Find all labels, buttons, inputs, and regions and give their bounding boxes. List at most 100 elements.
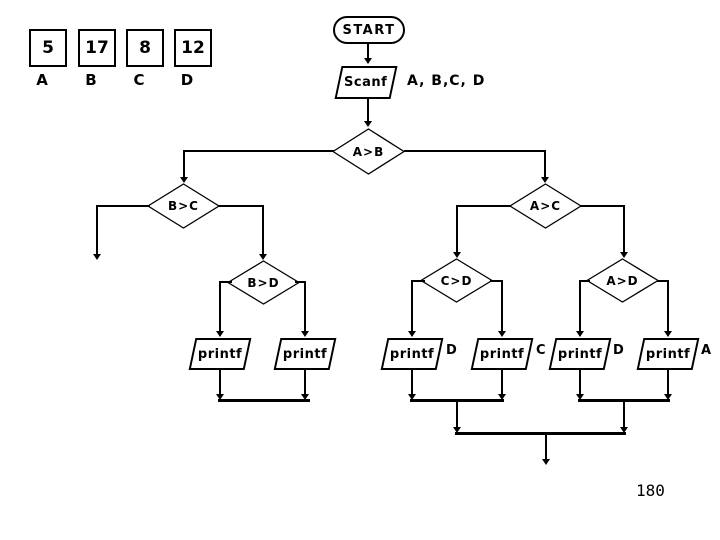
connector-line <box>411 280 413 332</box>
arrowhead-down <box>180 177 188 183</box>
decision-label: B>C <box>167 199 199 213</box>
arrowhead-down <box>364 58 372 64</box>
merge-bar <box>218 399 310 402</box>
connector-line <box>96 205 150 207</box>
connector-line <box>304 281 306 332</box>
scanf-parallelogram: Scanf <box>334 66 398 99</box>
decision-label: A>C <box>529 199 562 213</box>
connector-line <box>184 150 334 152</box>
decision-a-gt-c: A>C <box>509 183 582 229</box>
arrowhead-down <box>259 254 267 260</box>
connector-line <box>96 205 98 254</box>
connector-line <box>219 281 232 283</box>
printf-parallelogram-6: printf <box>636 338 700 370</box>
connector-line <box>457 205 511 207</box>
printf-label: printf <box>645 346 691 362</box>
connector-line <box>367 44 369 60</box>
decision-b-gt-d: B>D <box>227 260 300 305</box>
variable-label-b: B <box>85 71 97 89</box>
diamond-shape <box>332 128 405 175</box>
connector-line <box>456 402 458 429</box>
arrowhead-down <box>453 252 461 258</box>
connector-line <box>667 280 669 332</box>
diamond-shape <box>227 260 300 305</box>
arrowhead-down <box>498 394 506 400</box>
arrowhead-down <box>453 427 461 433</box>
diamond-shape <box>509 183 582 229</box>
arrowhead-down <box>576 331 584 337</box>
connector-line <box>580 205 625 207</box>
connector-line <box>218 205 264 207</box>
value-box-d: 12 <box>174 29 212 67</box>
connector-line <box>411 370 413 396</box>
connector-line <box>183 150 185 178</box>
arrowhead-down <box>498 331 506 337</box>
connector-line <box>219 370 221 396</box>
diamond-shape <box>586 258 659 303</box>
arrowhead-down <box>408 331 416 337</box>
printf-parallelogram-2: printf <box>273 338 337 370</box>
printf-parallelogram-1: printf <box>188 338 252 370</box>
diamond-shape <box>147 183 220 229</box>
printf-parallelogram-5: printf <box>548 338 612 370</box>
printf-arg-6: A <box>701 343 712 358</box>
decision-a-gt-d: A>D <box>586 258 659 303</box>
value-box-c: 8 <box>126 29 164 67</box>
connector-line <box>262 205 264 255</box>
decision-a-gt-b: A>B <box>332 128 405 175</box>
start-terminator: START <box>333 16 405 44</box>
printf-arg-4: C <box>536 343 546 358</box>
arrowhead-down <box>541 177 549 183</box>
variable-label-a: A <box>36 71 48 89</box>
arrowhead-down <box>301 331 309 337</box>
printf-label: printf <box>197 346 243 362</box>
arrowhead-down <box>664 394 672 400</box>
connector-line <box>404 150 546 152</box>
connector-line <box>579 370 581 396</box>
arrowhead-down <box>620 427 628 433</box>
printf-label: printf <box>479 346 525 362</box>
connector-line <box>657 280 669 282</box>
arrowhead-down <box>664 331 672 337</box>
connector-line <box>545 435 547 460</box>
decision-b-gt-c: B>C <box>147 183 220 229</box>
scanf-args-text: A, B,C, D <box>407 73 486 89</box>
arrowhead-down <box>93 254 101 260</box>
printf-parallelogram-3: printf <box>380 338 444 370</box>
decision-label: B>D <box>247 275 280 290</box>
arrowhead-down <box>620 252 628 258</box>
page-number: 180 <box>636 481 665 500</box>
arrowhead-down <box>216 331 224 337</box>
connector-line <box>579 280 590 282</box>
connector-line <box>501 280 503 332</box>
arrowhead-down <box>576 394 584 400</box>
decision-label: C>D <box>440 273 473 288</box>
printf-arg-5: D <box>613 343 624 358</box>
connector-line <box>623 205 625 253</box>
printf-label: printf <box>389 346 435 362</box>
decision-label: A>B <box>352 144 385 159</box>
connector-line <box>456 205 458 253</box>
value-box-a: 5 <box>29 29 67 67</box>
printf-label: printf <box>282 346 328 362</box>
variable-label-c: C <box>133 71 145 89</box>
connector-line <box>667 370 669 396</box>
printf-parallelogram-4: printf <box>470 338 534 370</box>
arrowhead-down <box>542 459 550 465</box>
connector-line <box>219 281 221 332</box>
arrowhead-down <box>408 394 416 400</box>
printf-label: printf <box>557 346 603 362</box>
connector-line <box>579 280 581 332</box>
arrowhead-down <box>216 394 224 400</box>
decision-label: A>D <box>606 273 639 288</box>
variable-label-d: D <box>180 71 194 89</box>
connector-line <box>295 281 306 283</box>
merge-bar <box>455 432 626 435</box>
arrowhead-down <box>364 121 372 127</box>
connector-line <box>411 280 425 282</box>
merge-bar <box>410 399 504 402</box>
printf-arg-3: D <box>446 343 457 358</box>
merge-bar <box>578 399 670 402</box>
connector-line <box>544 150 546 178</box>
